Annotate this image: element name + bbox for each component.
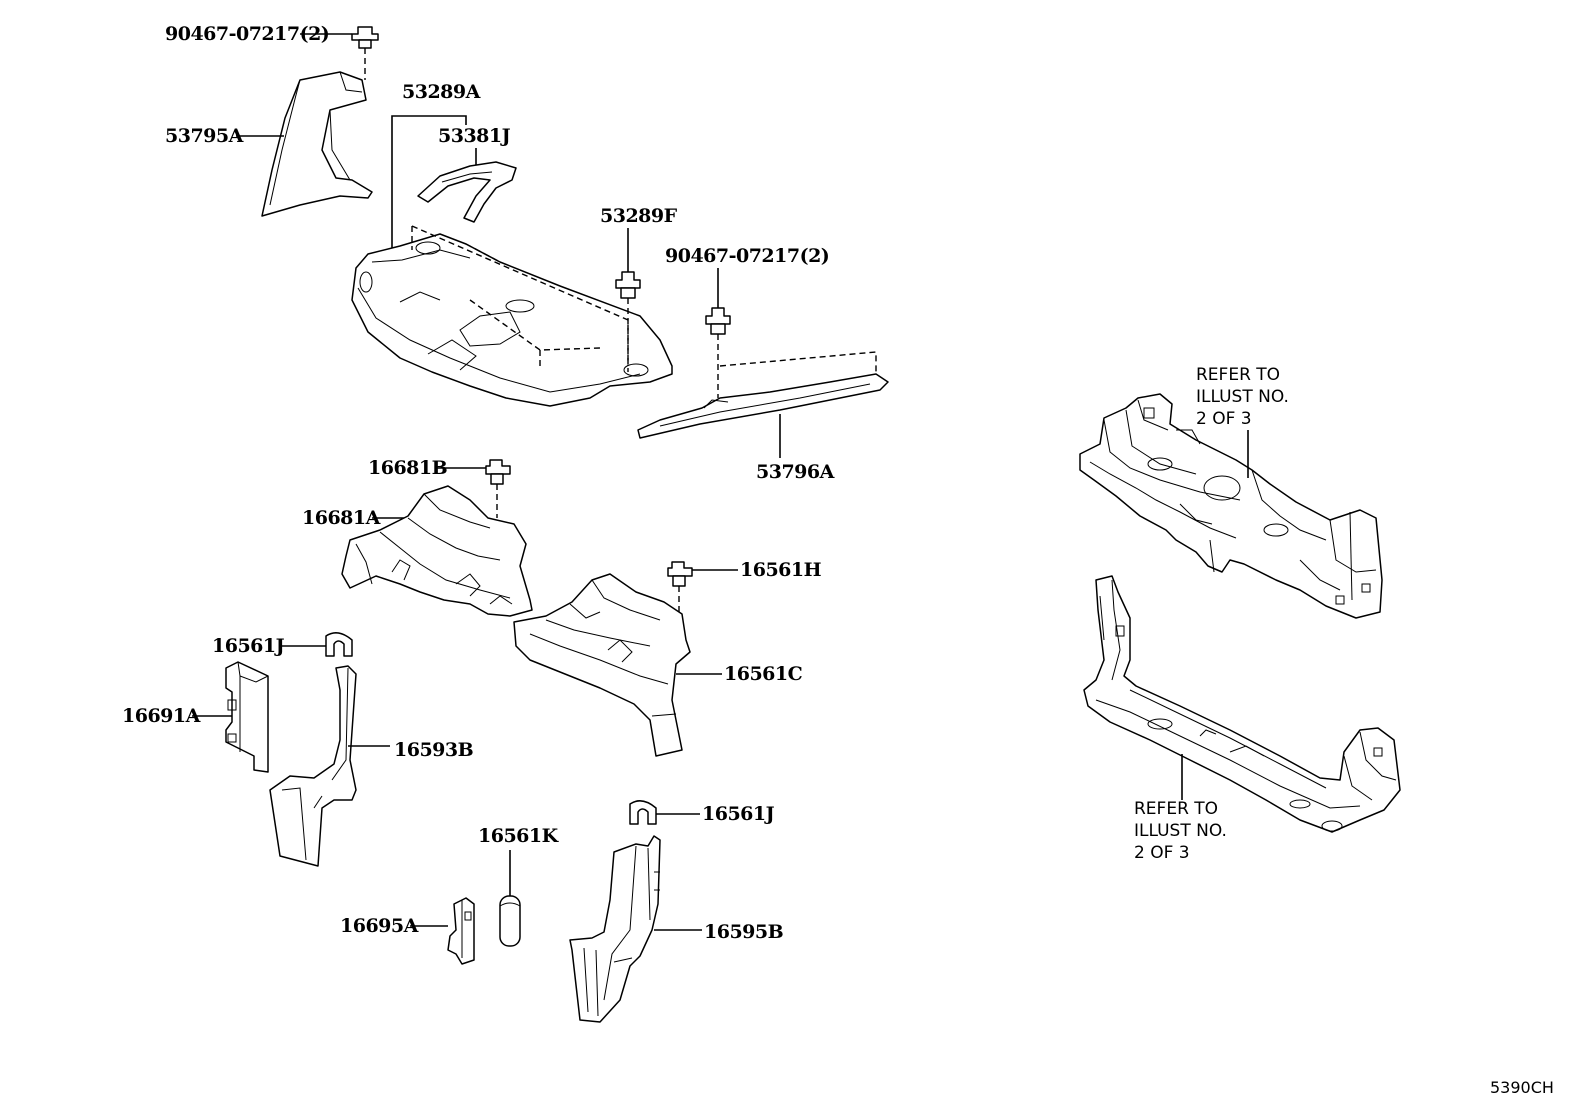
part-53381J [417, 161, 517, 223]
label-53289F: 53289F [600, 205, 678, 227]
clip-16561J-left [325, 632, 353, 657]
label-16681A: 16681A [302, 507, 381, 529]
label-16561H: 16561H [740, 559, 822, 581]
label-16561K: 16561K [478, 825, 560, 847]
clip-16561H [667, 561, 693, 587]
part-16681A [341, 485, 533, 617]
label-16681B: 16681B [368, 457, 448, 479]
part-16691A [225, 661, 269, 773]
part-16695A [447, 897, 475, 965]
label-16691A: 16691A [122, 705, 201, 727]
clip-16681B [485, 459, 511, 485]
label-16561C: 16561C [724, 663, 803, 685]
label-53381J: 53381J [438, 125, 511, 147]
label-53289A: 53289A [402, 81, 481, 103]
label-16561J-right: 16561J [702, 803, 775, 825]
clip-90467-top [351, 26, 379, 80]
part-53796A [637, 373, 889, 439]
radiator-support-lower [1083, 575, 1401, 833]
label-53796A: 53796A [756, 461, 835, 483]
label-16561J-left: 16561J [212, 635, 285, 657]
part-53289A [351, 233, 673, 407]
clip-16561J-right [629, 800, 657, 825]
part-16593B [269, 665, 357, 867]
label-53795A: 53795A [165, 125, 244, 147]
refer-bottom-line-3: 2 OF 3 [1134, 843, 1190, 863]
refer-note-bottom: REFER TO ILLUST NO. 2 OF 3 [1134, 799, 1227, 863]
label-16593B: 16593B [394, 739, 474, 761]
refer-note-top: REFER TO ILLUST NO. 2 OF 3 [1196, 365, 1289, 429]
refer-top-line-2: ILLUST NO. [1196, 387, 1289, 407]
illustration-code: 5390CH [1490, 1078, 1554, 1097]
part-53795A [261, 71, 373, 217]
clip-53289F [615, 271, 641, 299]
refer-top-line-1: REFER TO [1196, 365, 1280, 385]
radiator-support-upper [1079, 393, 1383, 619]
label-90467-right: 90467-07217(2) [665, 245, 829, 267]
label-16595B: 16595B [704, 921, 784, 943]
label-16695A: 16695A [340, 915, 419, 937]
part-16595B [569, 835, 661, 1023]
refer-top-line-3: 2 OF 3 [1196, 409, 1252, 429]
part-16561K [499, 895, 521, 947]
clip-90467-right [705, 307, 731, 335]
label-90467-top: 90467-07217(2) [165, 23, 329, 45]
refer-bottom-line-2: ILLUST NO. [1134, 821, 1227, 841]
refer-bottom-line-1: REFER TO [1134, 799, 1218, 819]
part-16561C [513, 573, 691, 757]
